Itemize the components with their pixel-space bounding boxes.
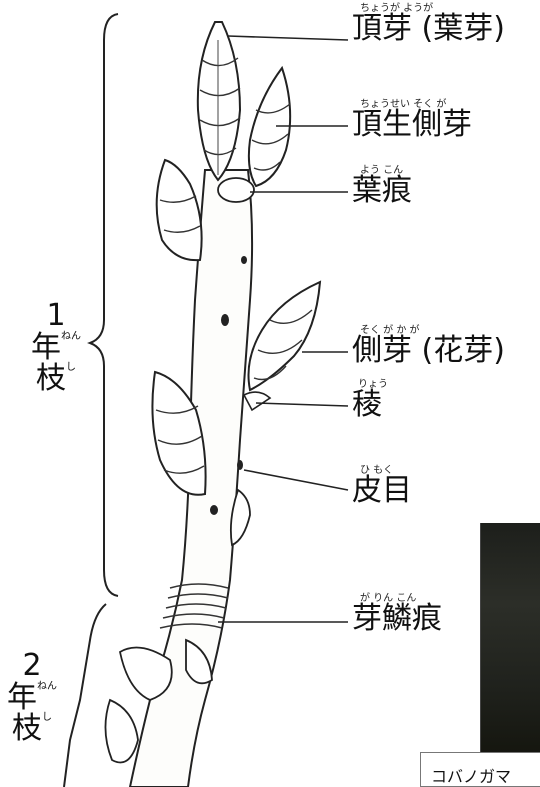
first-year-ruby1: ねん bbox=[61, 331, 81, 342]
first-year-twig-label: 1 年ねん 枝し bbox=[28, 300, 84, 395]
ridge-drawing bbox=[244, 392, 270, 410]
label-pseudo-terminal-bud: ちょうせい そく が 頂生側芽 bbox=[352, 110, 472, 140]
label-ridge: りょう 稜 bbox=[352, 390, 382, 420]
leader-ridge bbox=[256, 403, 348, 406]
ruby-terminal-bud: ちょうが ようが bbox=[360, 4, 433, 14]
second-year-ruby2: し bbox=[42, 712, 52, 723]
ruby-pseudo-terminal-bud: ちょうせい そく が bbox=[360, 100, 446, 110]
leaf-scar-drawing bbox=[218, 178, 254, 202]
leader-terminal-bud bbox=[228, 36, 348, 40]
left-bud-upper bbox=[157, 160, 202, 260]
text-terminal-bud: 頂芽 (葉芽) bbox=[352, 11, 505, 46]
ruby-lenticel: ひ もく bbox=[360, 466, 393, 476]
ruby-ridge: りょう bbox=[358, 380, 388, 390]
second-year-number: 2 bbox=[4, 650, 60, 682]
ruby-leaf-scar: よう こん bbox=[360, 166, 403, 176]
first-year-ruby2: し bbox=[66, 362, 76, 373]
label-bud-scale-scar: が りん こん 芽鱗痕 bbox=[352, 604, 442, 634]
label-lateral-bud: そく が か が 側芽 (花芽) bbox=[352, 336, 505, 366]
photo-caption: コバノガマ bbox=[431, 763, 511, 787]
first-year-char1: 年 bbox=[31, 330, 61, 365]
first-year-number: 1 bbox=[28, 300, 84, 332]
first-year-char2: 枝 bbox=[36, 361, 66, 396]
lateral-bud-drawing bbox=[249, 282, 321, 390]
first-year-brace bbox=[90, 14, 118, 596]
second-year-char1: 年 bbox=[7, 680, 37, 715]
label-terminal-bud: ちょうが ようが 頂芽 (葉芽) bbox=[352, 14, 505, 44]
second-year-brace bbox=[64, 604, 106, 787]
text-leaf-scar: 葉痕 bbox=[352, 173, 412, 208]
terminal-bud-drawing bbox=[198, 22, 240, 180]
pseudo-terminal-bud-drawing bbox=[249, 68, 290, 186]
text-bud-scale-scar: 芽鱗痕 bbox=[352, 601, 442, 636]
label-lenticel: ひ もく 皮目 bbox=[352, 476, 412, 506]
leader-lenticel bbox=[244, 470, 348, 490]
text-pseudo-terminal-bud: 頂生側芽 bbox=[352, 107, 472, 142]
text-lateral-bud: 側芽 (花芽) bbox=[352, 333, 505, 368]
text-lenticel: 皮目 bbox=[352, 473, 412, 508]
text-ridge: 稜 bbox=[352, 387, 382, 422]
second-year-ruby1: ねん bbox=[37, 681, 57, 692]
label-leaf-scar: よう こん 葉痕 bbox=[352, 176, 412, 206]
photo-thumbnail bbox=[480, 523, 540, 753]
ruby-bud-scale-scar: が りん こん bbox=[360, 594, 416, 604]
second-year-char2: 枝 bbox=[12, 711, 42, 746]
ruby-lateral-bud: そく が か が bbox=[360, 326, 420, 336]
second-year-twig-label: 2 年ねん 枝し bbox=[4, 650, 60, 745]
